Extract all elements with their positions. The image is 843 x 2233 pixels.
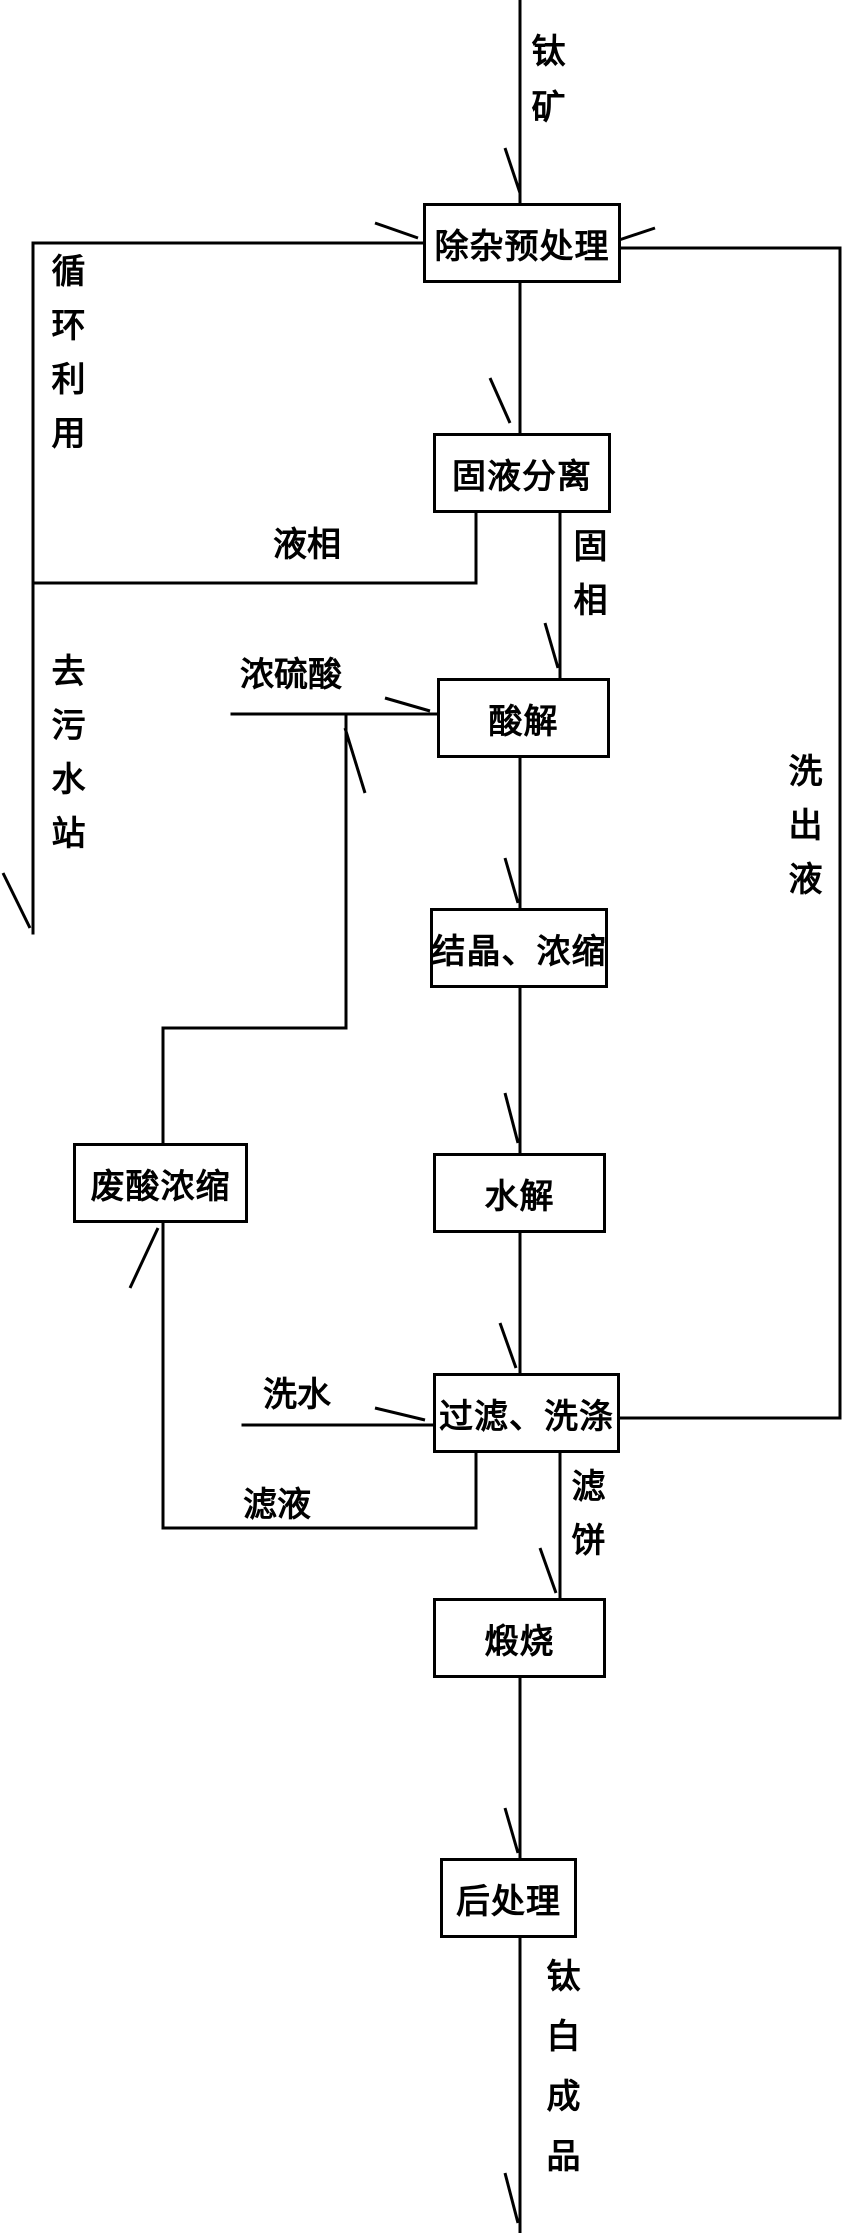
label-liquid-phase: 液相: [273, 525, 341, 565]
step-pretreat: 除杂预处理: [423, 203, 621, 283]
label-solid-phase: 固相: [567, 528, 610, 636]
label-titanium-white-product-text: 钛白成品: [540, 1958, 580, 2198]
label-filtrate: 滤液: [243, 1485, 311, 1525]
step-solid-liquid-separation: 固液分离: [433, 433, 611, 513]
step-hydrolysis: 水解: [433, 1153, 606, 1233]
label-wash-out-liquid-text: 洗出液: [782, 753, 822, 915]
label-solid-phase-text: 固相: [567, 528, 607, 636]
step-post-treatment: 后处理: [440, 1858, 577, 1938]
filtrate-line: [161, 1221, 478, 1530]
label-conc-sulfuric-acid: 浓硫酸: [240, 655, 342, 695]
label-recycle: 循环利用: [45, 253, 88, 469]
label-titanium-ore-text: 钛矿: [525, 33, 565, 145]
label-titanium-ore: 钛矿: [525, 33, 568, 145]
label-filter-cake: 滤饼: [565, 1468, 608, 1576]
step-waste-acid-concentration: 废酸浓缩: [73, 1143, 248, 1223]
wash-out-loop-line: [618, 246, 842, 1420]
label-to-sewage-station-text: 去污水站: [45, 653, 85, 869]
waste-acid-return-line: [161, 712, 348, 1145]
recycle-loop-line: [31, 241, 478, 585]
label-wash-water: 洗水: [263, 1375, 331, 1415]
step-crystallize-concentrate: 结晶、浓缩: [430, 908, 608, 988]
label-filter-cake-text: 滤饼: [565, 1468, 605, 1576]
step-acid-leaching: 酸解: [437, 678, 610, 758]
label-to-sewage-station: 去污水站: [45, 653, 88, 869]
step-calcination: 煅烧: [433, 1598, 606, 1678]
label-recycle-text: 循环利用: [45, 253, 85, 469]
label-wash-out-liquid: 洗出液: [782, 753, 825, 915]
step-filter-wash: 过滤、洗涤: [433, 1373, 620, 1453]
label-titanium-white-product: 钛白成品: [540, 1958, 583, 2198]
